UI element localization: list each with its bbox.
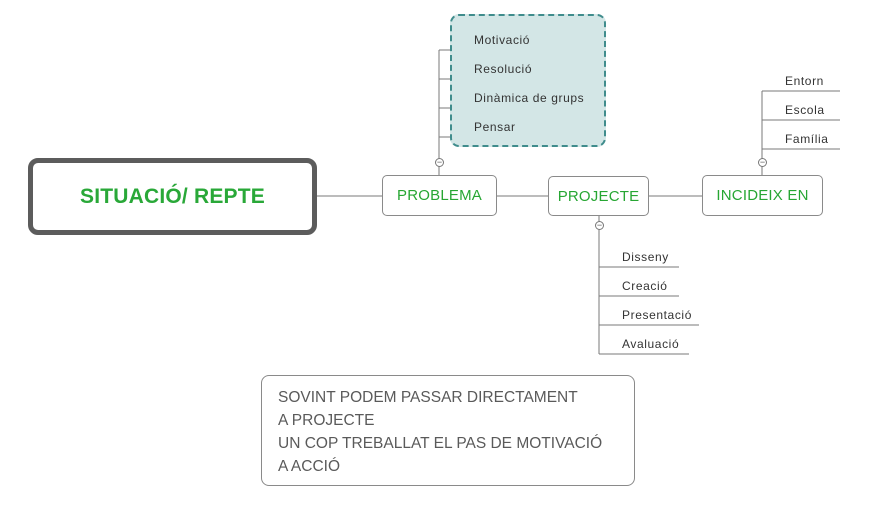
node-problema[interactable]: PROBLEMA <box>382 175 497 216</box>
note-box[interactable]: SOVINT PODEM PASSAR DIRECTAMENT A PROJEC… <box>261 375 635 486</box>
leaf-pensar[interactable]: Pensar <box>474 120 516 134</box>
problema-children-group <box>450 14 606 147</box>
node-projecte-label: PROJECTE <box>557 187 640 205</box>
collapse-incideix-icon[interactable]: − <box>758 157 767 167</box>
note-line: SOVINT PODEM PASSAR DIRECTAMENT <box>278 389 578 406</box>
collapse-projecte-icon[interactable]: − <box>595 220 604 230</box>
root-label: SITUACIÓ/ REPTE <box>79 184 266 208</box>
leaf-entorn[interactable]: Entorn <box>785 74 824 88</box>
leaf-resolucio[interactable]: Resolució <box>474 62 533 76</box>
note-line: A ACCIÓ <box>278 458 341 475</box>
leaf-presentacio[interactable]: Presentació <box>622 308 692 322</box>
leaf-motivacio[interactable]: Motivació <box>474 33 531 47</box>
leaf-disseny[interactable]: Disseny <box>622 250 669 264</box>
node-problema-label: PROBLEMA <box>397 187 482 204</box>
node-projecte[interactable]: PROJECTE <box>548 176 649 216</box>
leaf-creacio[interactable]: Creació <box>622 279 668 293</box>
leaf-dinamica-de-grups[interactable]: Dinàmica de grups <box>474 91 585 105</box>
node-incideix-en[interactable]: INCIDEIX EN <box>702 175 823 216</box>
note-line: A PROJECTE <box>278 412 375 429</box>
node-incideix-label: INCIDEIX EN <box>716 187 809 204</box>
leaf-familia[interactable]: Família <box>785 132 829 146</box>
leaf-escola[interactable]: Escola <box>785 103 825 117</box>
note-line: UN COP TREBALLAT EL PAS DE MOTIVACIÓ <box>278 435 603 452</box>
root-node-situacio-repte[interactable]: SITUACIÓ/ REPTE <box>28 158 317 235</box>
leaf-avaluacio[interactable]: Avaluació <box>622 337 680 351</box>
collapse-problema-icon[interactable]: − <box>435 157 444 167</box>
